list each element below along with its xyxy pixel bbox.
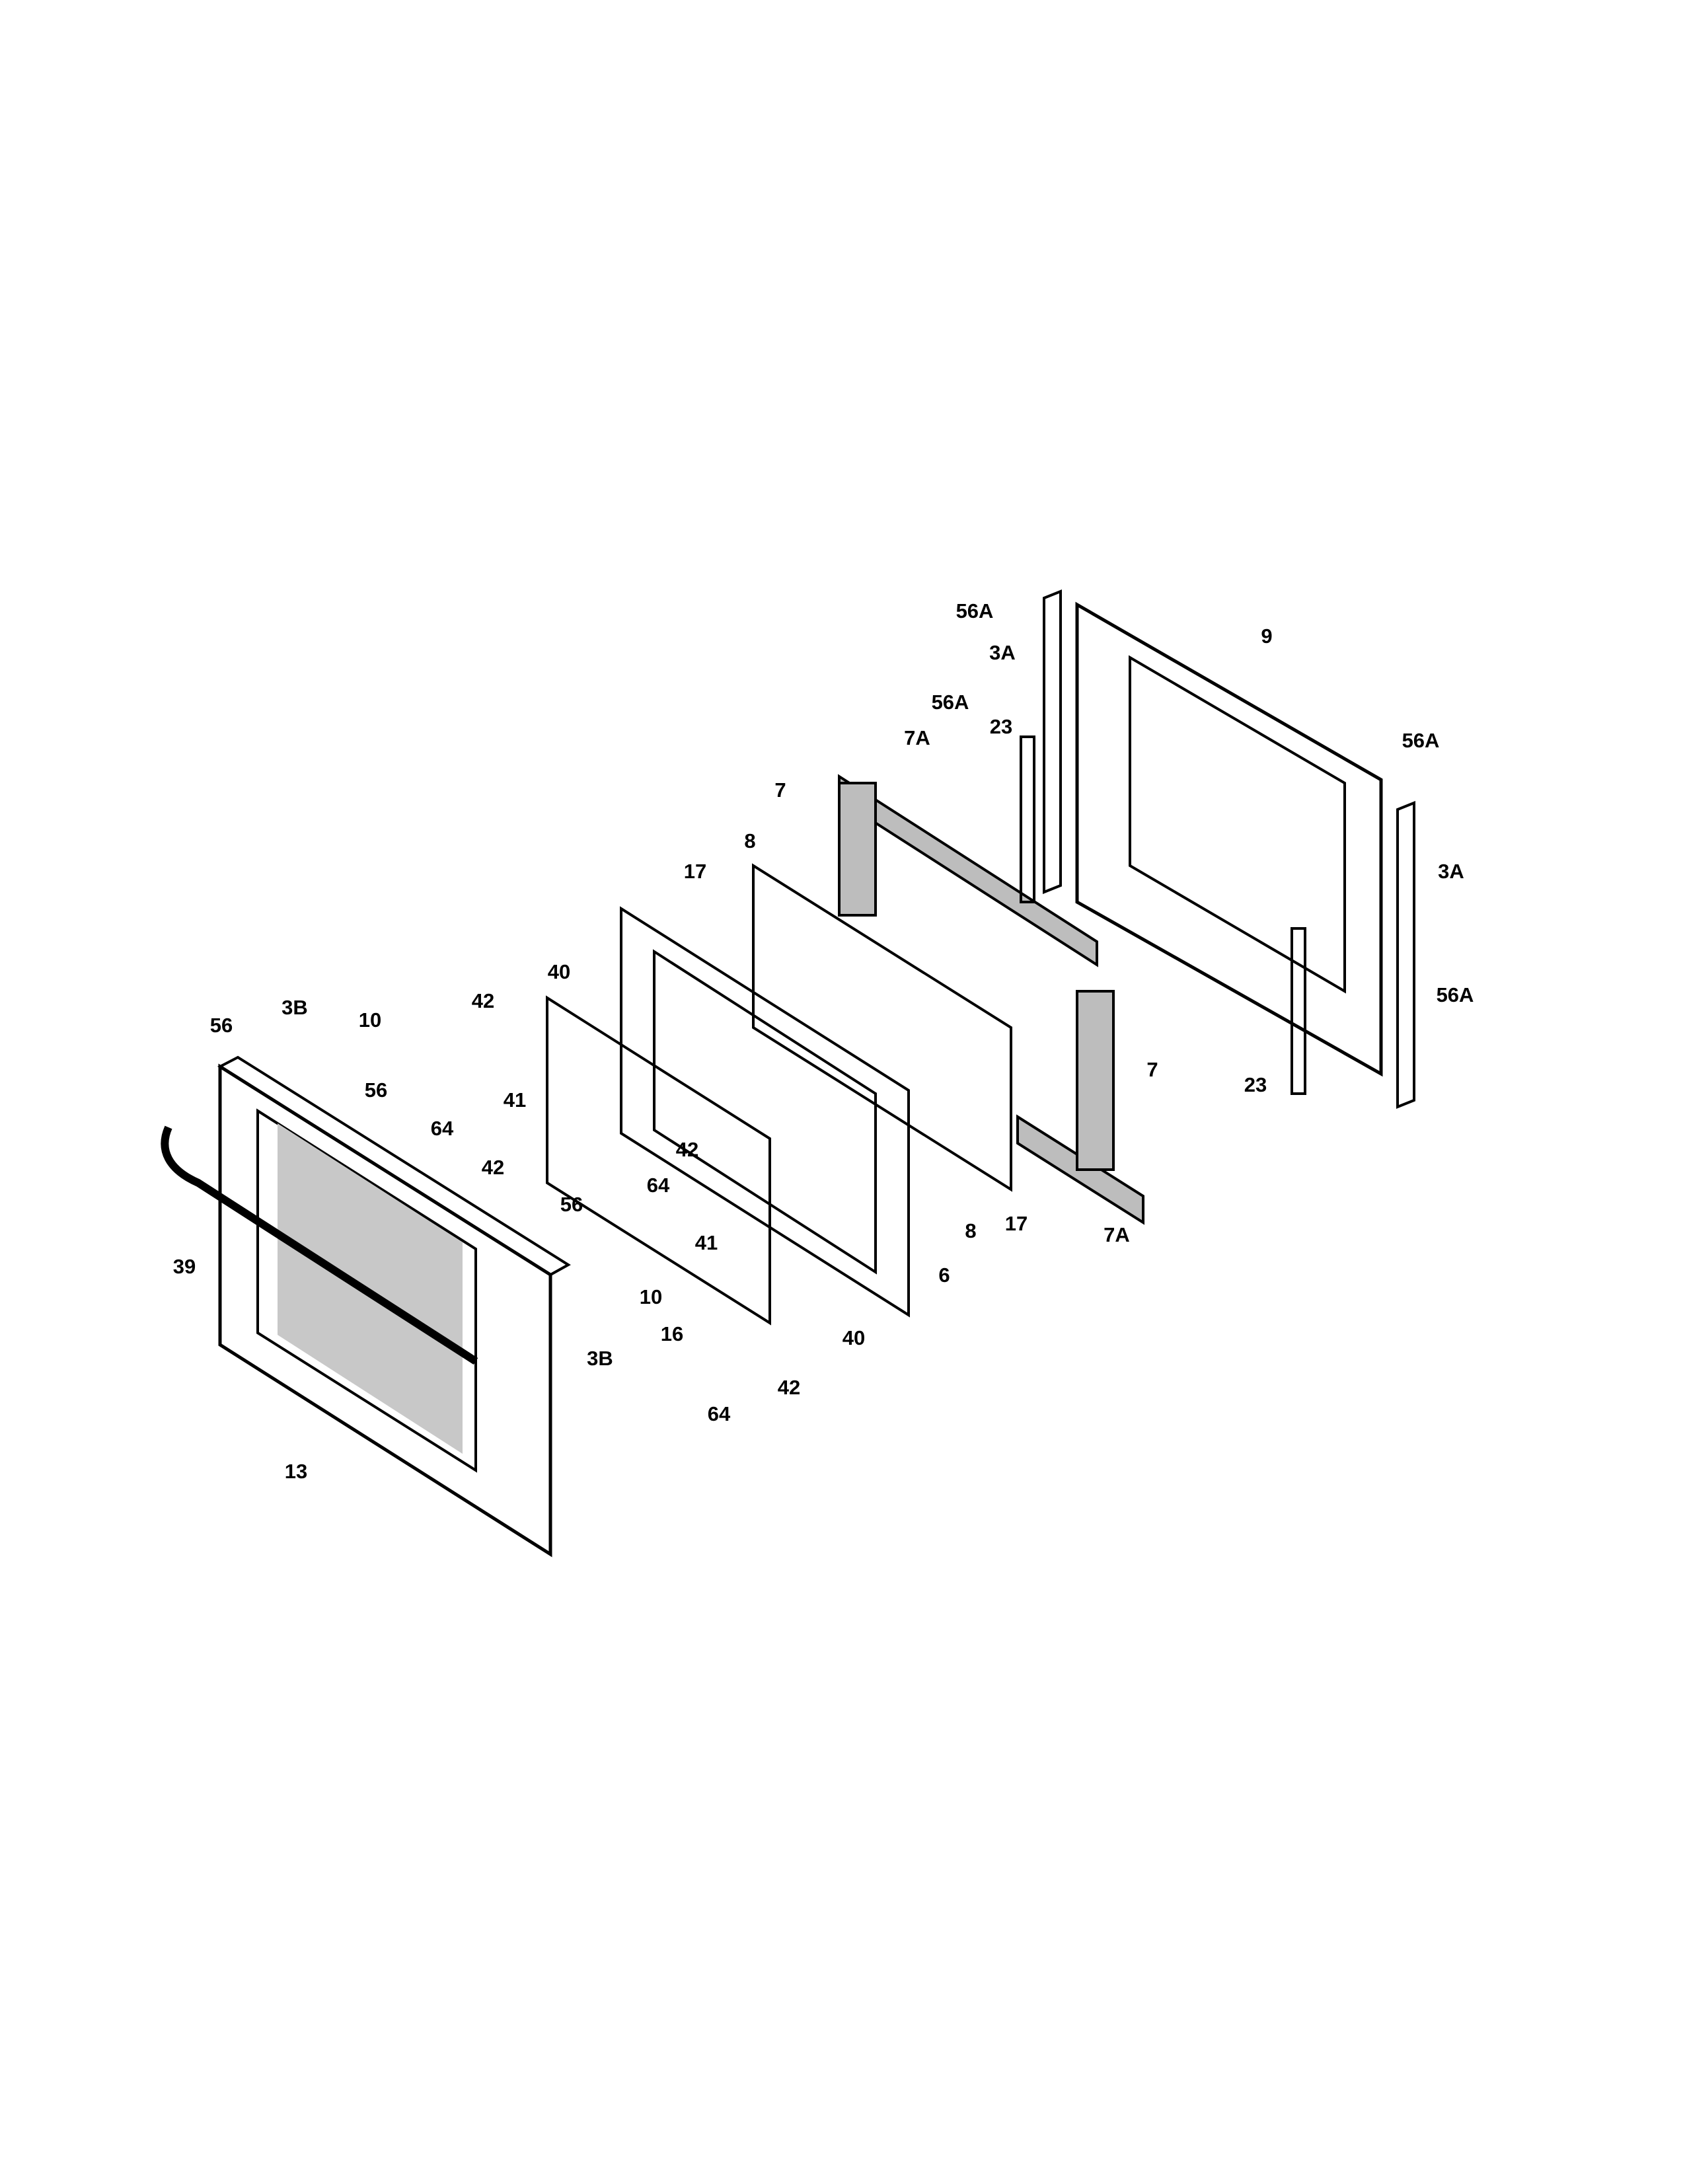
part-callout-3a: 3A — [989, 641, 1016, 664]
part-callout-64: 64 — [646, 1174, 670, 1197]
part-callout-56a: 56A — [931, 691, 969, 714]
part-callout-42: 42 — [675, 1138, 699, 1161]
part-callout-23: 23 — [989, 715, 1013, 738]
part-callout-56: 56 — [560, 1193, 583, 1216]
part-callout-56a: 56A — [1436, 983, 1474, 1006]
part-callout-41: 41 — [694, 1231, 718, 1254]
part-callout-6: 6 — [938, 1263, 950, 1287]
part-callout-7a: 7A — [1104, 1223, 1130, 1246]
part-callout-3a: 3A — [1438, 860, 1464, 883]
part-callout-56a: 56A — [955, 599, 994, 622]
part-callout-40: 40 — [842, 1326, 866, 1349]
part-callout-39: 39 — [172, 1255, 196, 1278]
part-callout-8: 8 — [965, 1219, 977, 1242]
part-callout-3b: 3B — [587, 1347, 613, 1370]
part-callout-10: 10 — [639, 1285, 663, 1308]
part-callout-16: 16 — [660, 1322, 684, 1345]
part-callout-7a: 7A — [904, 726, 930, 749]
part-callout-42: 42 — [777, 1376, 801, 1399]
part-callout-17: 17 — [683, 860, 707, 883]
part-callout-64: 64 — [430, 1117, 454, 1140]
part-callout-56: 56 — [209, 1014, 233, 1037]
part-callout-10: 10 — [358, 1008, 382, 1032]
part-callout-64: 64 — [707, 1402, 731, 1425]
part-callout-7: 7 — [1146, 1058, 1158, 1081]
part-callout-13: 13 — [284, 1460, 308, 1483]
part-callout-42: 42 — [481, 1156, 505, 1179]
part-callout-9: 9 — [1261, 624, 1273, 648]
part-callout-56: 56 — [364, 1078, 388, 1102]
part-callout-8: 8 — [744, 829, 756, 852]
part-callout-17: 17 — [1004, 1212, 1028, 1235]
part-callout-23: 23 — [1244, 1073, 1267, 1096]
part-callout-56a: 56A — [1402, 729, 1440, 752]
part-callout-7: 7 — [774, 778, 786, 802]
part-callout-42: 42 — [471, 989, 495, 1012]
part-callout-3b: 3B — [281, 996, 308, 1019]
part-callout-41: 41 — [503, 1088, 527, 1111]
part-callout-40: 40 — [547, 960, 571, 983]
